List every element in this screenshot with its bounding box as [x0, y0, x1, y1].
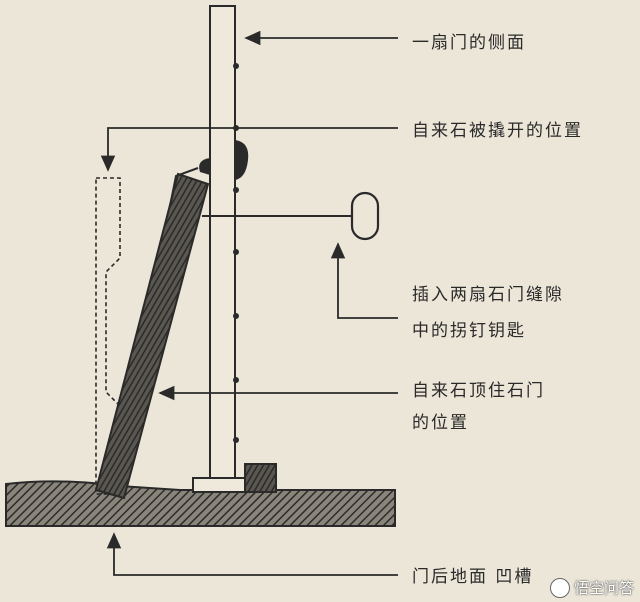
stone-leaning — [94, 167, 210, 500]
door-side-panel — [199, 5, 249, 479]
label-stone-block-line1: 自来石顶住石门 — [412, 381, 545, 401]
watermark: 悟空问答 — [549, 577, 634, 598]
label-stone-block-line2: 的位置 — [412, 413, 469, 433]
logo-icon — [549, 577, 570, 598]
watermark-text: 悟空问答 — [573, 579, 634, 597]
leader-lines — [100, 30, 398, 576]
stone-raised-outline — [95, 177, 121, 495]
label-door-side: 一扇门的侧面 — [412, 33, 526, 53]
label-key-line2: 中的拐钉钥匙 — [412, 321, 526, 341]
label-stone-raised: 自来石被撬开的位置 — [412, 121, 583, 141]
label-ground: 门后地面 凹槽 — [412, 567, 534, 587]
label-key-line1: 插入两扇石门缝隙 — [412, 285, 564, 305]
key — [202, 191, 380, 241]
